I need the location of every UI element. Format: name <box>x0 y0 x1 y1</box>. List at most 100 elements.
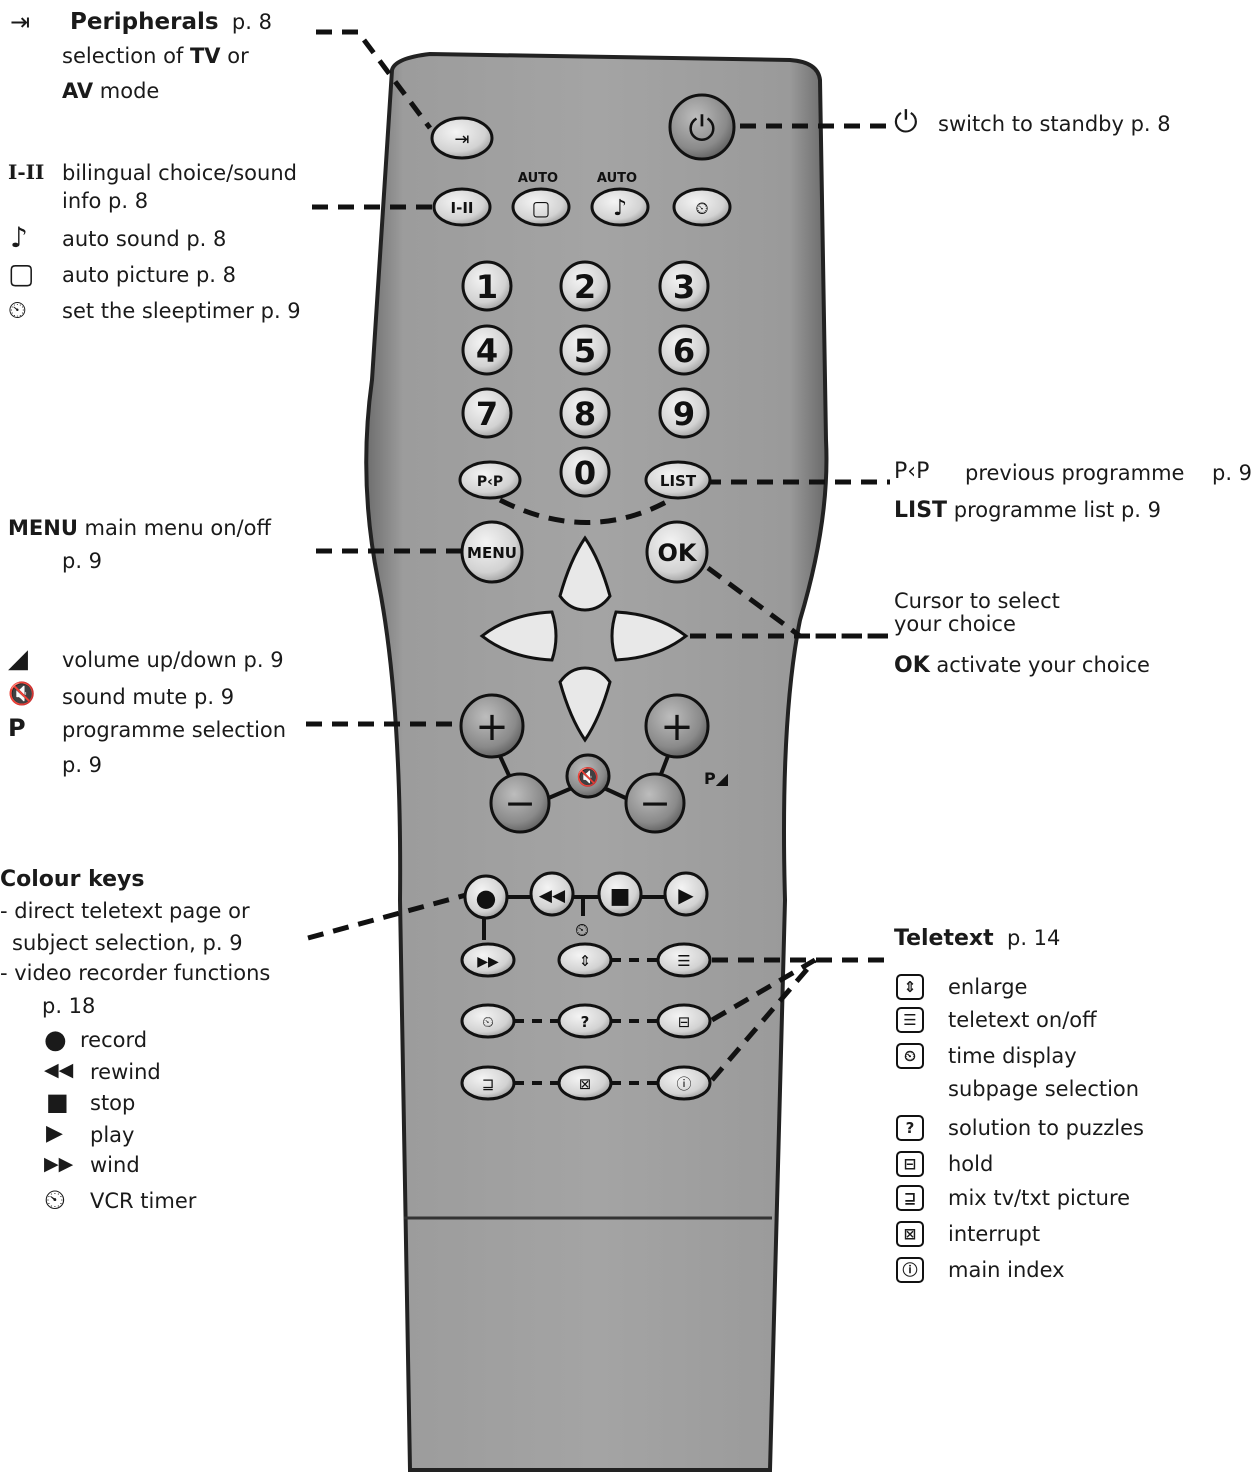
svg-text:2: 2 <box>574 268 596 306</box>
volume-icon: ◢ <box>8 644 28 674</box>
auto-picture-label: auto picture p. 8 <box>62 263 236 287</box>
auto-picture-icon: ▢ <box>8 257 35 290</box>
digit-button-8[interactable]: 8 <box>559 387 611 439</box>
puzzle-label: solution to puzzles <box>948 1116 1144 1140</box>
wind-button[interactable]: ▶▶ <box>460 942 516 978</box>
svg-text:9: 9 <box>673 395 695 433</box>
menu-button[interactable]: MENU <box>460 520 524 584</box>
svg-text:3: 3 <box>673 268 695 306</box>
leader-lines <box>306 29 890 1082</box>
cursor-right-button[interactable] <box>610 610 689 662</box>
interrupt-label: interrupt <box>948 1222 1041 1246</box>
peripherals-icon: ⇥ <box>10 8 31 36</box>
standby-icon: ⏻ <box>894 105 918 140</box>
play-label: play <box>90 1123 135 1147</box>
svg-text:LIST: LIST <box>660 472 697 490</box>
mix-icon: ⊒ <box>896 1185 924 1211</box>
sleeptimer-label: set the sleeptimer p. 9 <box>62 299 301 323</box>
hold-label: hold <box>948 1152 994 1176</box>
svg-text:🔇: 🔇 <box>577 766 599 788</box>
interrupt-button[interactable]: ⊠ <box>557 1065 613 1101</box>
volume-up-button[interactable]: + <box>644 693 710 759</box>
teletext-title: Teletext p. 14 <box>894 926 1061 951</box>
digit-button-2[interactable]: 2 <box>559 260 611 312</box>
time-display-button[interactable]: ⏲ <box>460 1003 516 1039</box>
puzzle-icon: ? <box>896 1115 924 1141</box>
subpage-label: subpage selection <box>948 1077 1140 1101</box>
svg-text:●: ● <box>476 884 497 912</box>
record-icon: ● <box>44 1025 67 1055</box>
standby-button[interactable]: ⏻ <box>668 93 736 161</box>
enlarge-button[interactable]: ⇕ <box>557 942 613 978</box>
stop-button[interactable]: ■ <box>597 871 643 917</box>
enlarge-label: enlarge <box>948 975 1028 999</box>
svg-text:5: 5 <box>574 332 596 370</box>
time-display-label: time display <box>948 1044 1077 1068</box>
svg-text:⊒: ⊒ <box>482 1075 495 1093</box>
previous-programme-page: p. 9 <box>1212 461 1253 485</box>
cursor-label-1: Cursor to select <box>894 589 1060 613</box>
mix-label: mix tv/txt picture <box>948 1186 1131 1210</box>
cursor-up-button[interactable] <box>558 535 612 612</box>
programme-up-button[interactable]: + <box>459 693 525 759</box>
digit-button-0[interactable]: 0 <box>559 446 611 498</box>
peripherals-desc-1: selection of TV or <box>62 44 249 68</box>
auto-sound-button[interactable]: ♪ <box>590 187 650 227</box>
auto-sound-label: auto sound p. 8 <box>62 227 227 251</box>
svg-text:♪: ♪ <box>613 196 627 221</box>
programme-page: p. 9 <box>62 753 103 777</box>
svg-text:I-II: I-II <box>451 199 474 217</box>
bilingual-button[interactable]: I-II <box>432 187 492 227</box>
hold-icon: ⊟ <box>896 1151 924 1177</box>
hold-button[interactable]: ⊟ <box>656 1003 712 1039</box>
svg-text:OK: OK <box>658 539 698 567</box>
sleeptimer-button[interactable]: ⏲ <box>672 187 732 227</box>
colour-keys-line-2: subject selection, p. 9 <box>12 931 243 955</box>
mix-button[interactable]: ⊒ <box>460 1065 516 1101</box>
index-icon: ⓘ <box>896 1257 924 1283</box>
teletext-button[interactable]: ☰ <box>656 942 712 978</box>
cursor-down-button[interactable] <box>558 666 612 743</box>
wind-label: wind <box>90 1153 140 1177</box>
digit-button-7[interactable]: 7 <box>461 387 513 439</box>
index-button[interactable]: ⓘ <box>656 1065 712 1101</box>
previous-programme-icon: P‹P <box>894 459 930 484</box>
svg-text:MENU: MENU <box>467 544 517 562</box>
digit-button-4[interactable]: 4 <box>461 324 513 376</box>
svg-text:■: ■ <box>610 884 631 909</box>
digit-button-3[interactable]: 3 <box>658 260 710 312</box>
ok-button[interactable]: OK <box>645 520 709 584</box>
mute-label: sound mute p. 9 <box>62 685 235 709</box>
list-label: LIST programme list p. 9 <box>894 498 1161 523</box>
volume-down-button[interactable]: − <box>624 772 686 834</box>
cursor-left-button[interactable] <box>479 610 558 662</box>
previous-programme-button[interactable]: P‹P <box>458 460 522 500</box>
rewind-button[interactable]: ◀◀ <box>529 871 575 917</box>
svg-text:☰: ☰ <box>677 952 690 970</box>
list-button[interactable]: LIST <box>644 460 712 500</box>
svg-text:4: 4 <box>476 332 498 370</box>
auto-picture-button[interactable]: ▢ <box>511 187 571 227</box>
svg-text:+: + <box>475 704 509 750</box>
index-label: main index <box>948 1258 1065 1282</box>
digit-button-5[interactable]: 5 <box>559 324 611 376</box>
peripherals-button[interactable]: ⇥ <box>430 116 494 160</box>
menu-label: MENU main menu on/off <box>8 516 271 540</box>
digit-button-9[interactable]: 9 <box>658 387 710 439</box>
rewind-icon: ◀◀ <box>44 1059 74 1081</box>
programme-down-button[interactable]: − <box>489 772 551 834</box>
bilingual-label: bilingual choice/sound <box>62 161 297 185</box>
play-button[interactable]: ▶ <box>663 871 709 917</box>
svg-text:▢: ▢ <box>532 196 551 220</box>
digit-button-1[interactable]: 1 <box>461 260 513 312</box>
volume-caption: P◢ <box>704 769 729 788</box>
vcr-timer-label: VCR timer <box>90 1189 197 1213</box>
record-label: record <box>80 1028 148 1052</box>
mute-button[interactable]: 🔇 <box>565 753 611 799</box>
reveal-button[interactable]: ? <box>557 1003 613 1039</box>
record-button[interactable]: ● <box>463 874 509 920</box>
teletext-links <box>514 958 658 1085</box>
svg-text:6: 6 <box>673 332 695 370</box>
bilingual-icon: I-II <box>8 160 45 184</box>
digit-button-6[interactable]: 6 <box>658 324 710 376</box>
